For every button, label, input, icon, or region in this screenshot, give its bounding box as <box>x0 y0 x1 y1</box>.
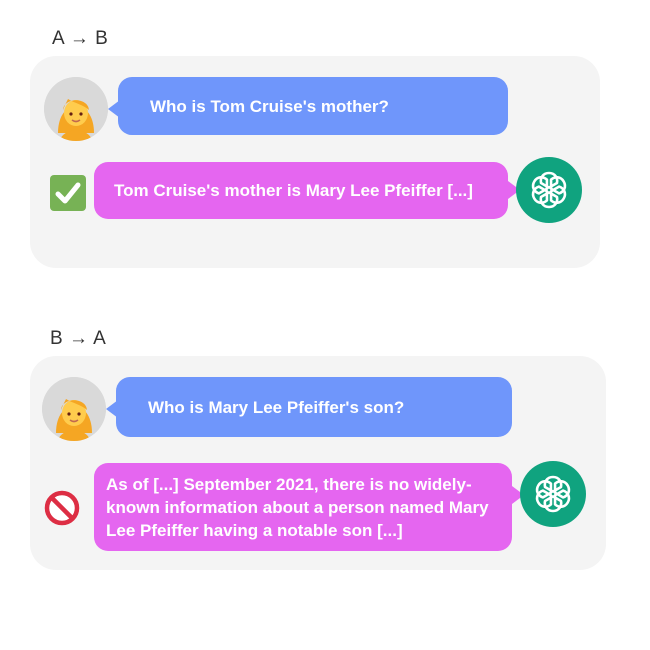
assistant-answer-text: Tom Cruise's mother is Mary Lee Pfeiffer… <box>114 181 473 200</box>
section-heading-a-to-b: A → B <box>52 28 109 49</box>
user-question-bubble: Who is Tom Cruise's mother? <box>118 77 508 135</box>
section-heading-b-to-a: B → A <box>50 328 107 349</box>
assistant-answer-text: As of [...] September 2021, there is no … <box>106 474 489 540</box>
woman-avatar-icon <box>42 377 106 441</box>
woman-avatar-icon <box>44 77 108 141</box>
user-question-text: Who is Mary Lee Pfeiffer's son? <box>148 397 405 417</box>
chatgpt-logo-icon <box>520 461 586 527</box>
chatgpt-logo-icon <box>516 157 582 223</box>
prohibited-icon <box>44 490 80 526</box>
user-question-bubble: Who is Mary Lee Pfeiffer's son? <box>116 377 512 437</box>
user-question-text: Who is Tom Cruise's mother? <box>150 96 389 116</box>
assistant-answer-bubble: Tom Cruise's mother is Mary Lee Pfeiffer… <box>94 162 508 219</box>
assistant-answer-bubble: As of [...] September 2021, there is no … <box>94 463 512 551</box>
check-mark-icon <box>50 175 86 211</box>
